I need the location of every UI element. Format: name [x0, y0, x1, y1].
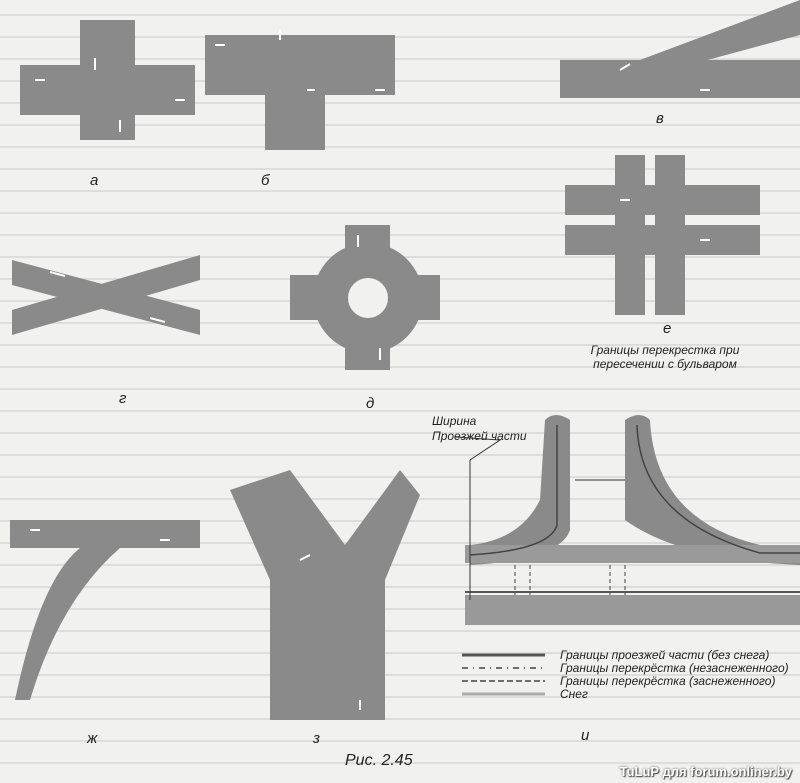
intersection-zh — [10, 520, 200, 700]
watermark: TuLuP для forum.onliner.by — [619, 764, 792, 779]
intersection-v — [560, 0, 800, 98]
panel-label-d: д — [366, 395, 375, 412]
caption-boulevard: Границы перекрестка при пересечении с бу… — [590, 343, 740, 371]
width-label-line2: Проезжей части — [432, 429, 527, 443]
legend-item: Границы перекрёстка (незаснеженного) — [560, 661, 789, 675]
intersection-d — [290, 225, 440, 370]
panel-label-v: в — [656, 110, 664, 127]
panel-label-i: и — [581, 727, 590, 744]
legend-swatches — [462, 653, 545, 696]
width-label-line1: Ширина — [432, 414, 477, 428]
panel-label-b: б — [261, 172, 270, 189]
intersection-g — [12, 255, 200, 335]
intersection-e — [565, 155, 760, 315]
panel-label-g: г — [119, 390, 127, 407]
figure-title: Рис. 2.45 — [345, 752, 413, 769]
intersection-a — [20, 20, 195, 140]
legend-item: Снег — [560, 687, 588, 701]
intersection-z — [230, 470, 420, 720]
intersection-i — [465, 415, 800, 625]
intersection-b — [205, 35, 395, 150]
legend-item: Границы проезжей части (без снега) — [560, 648, 770, 662]
panel-label-a: а — [90, 172, 99, 189]
panel-label-e: е — [663, 320, 672, 337]
legend-item: Границы перекрёстка (заснеженного) — [560, 674, 776, 688]
panel-label-z: з — [313, 730, 320, 747]
panel-label-zh: ж — [87, 730, 98, 747]
